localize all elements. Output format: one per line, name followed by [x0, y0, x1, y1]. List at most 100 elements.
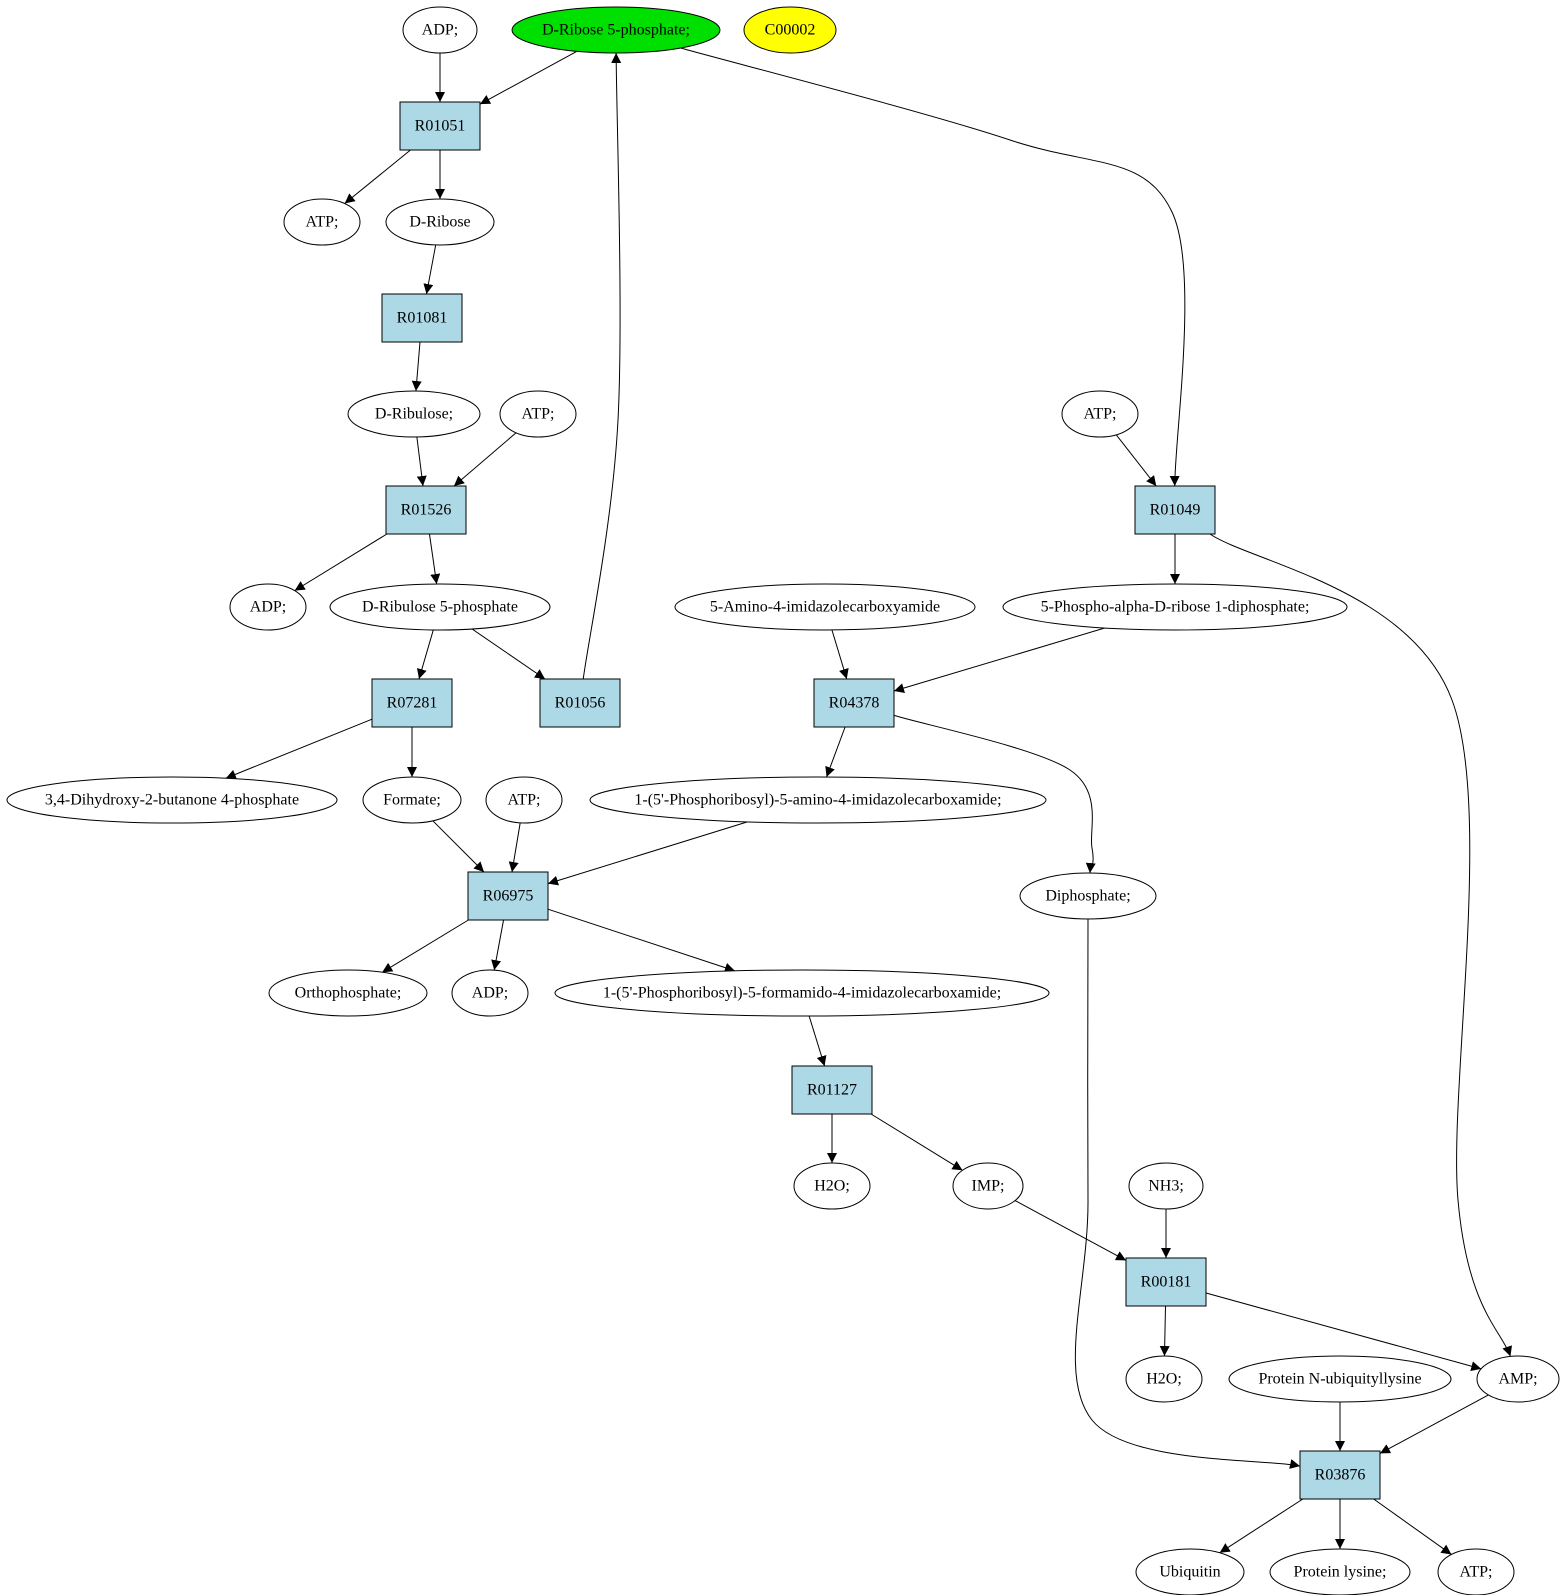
compound-ellipse — [1228, 1355, 1452, 1403]
node-label: R03876 — [1315, 1467, 1366, 1484]
reaction-node-R01081: R01081 — [381, 293, 463, 343]
compound-node-aicar: 1-(5'-Phosphoribosyl)-5-amino-4-imidazol… — [589, 776, 1047, 824]
compound-ellipse — [554, 969, 1050, 1017]
compound-node-ortho: Orthophosphate; — [268, 969, 428, 1017]
node-label: ATP; — [508, 792, 541, 809]
reaction-box — [381, 293, 463, 343]
compound-node-aica: 5-Amino-4-imidazolecarboxyamide — [674, 583, 976, 631]
node-label: R07281 — [387, 695, 438, 712]
node-label: IMP; — [972, 1178, 1005, 1195]
compound-node-nh3: NH3; — [1128, 1162, 1204, 1210]
compound-ellipse — [268, 969, 428, 1017]
node-label: D-Ribose — [409, 214, 470, 231]
edge-prpp-to-R04378 — [893, 627, 1105, 693]
reaction-box — [1125, 1257, 1207, 1307]
node-label: R01056 — [555, 695, 606, 712]
node-label: R01127 — [807, 1082, 857, 1099]
compound-ellipse — [229, 583, 307, 631]
nodes-layer: ADP;D-Ribose 5-phosphate;C00002R01051ATP… — [6, 6, 1560, 1595]
compound-ellipse — [402, 6, 478, 54]
edge-ru5p-to-R01056 — [471, 628, 546, 680]
compound-ellipse — [674, 583, 976, 631]
compound-node-pnul: Protein N-ubiquityllysine — [1228, 1355, 1452, 1403]
compound-node-imp: IMP; — [952, 1162, 1024, 1210]
reaction-box — [399, 101, 481, 151]
node-label: R01081 — [397, 310, 448, 327]
compound-ellipse — [589, 776, 1047, 824]
node-label: ATP; — [1084, 406, 1117, 423]
edge-diphosphate-to-R03876 — [1074, 918, 1301, 1469]
node-label: 1-(5'-Phosphoribosyl)-5-formamido-4-imid… — [603, 985, 1001, 1002]
compound-node-diphosphate: Diphosphate; — [1019, 872, 1157, 920]
reaction-node-R06975: R06975 — [467, 871, 549, 921]
compound-node-amp: AMP; — [1476, 1355, 1560, 1403]
compound-ellipse — [6, 776, 338, 824]
compound-ellipse — [385, 198, 495, 246]
compound-ellipse — [451, 969, 529, 1017]
compound-node-faicar: 1-(5'-Phosphoribosyl)-5-formamido-4-imid… — [554, 969, 1050, 1017]
reaction-node-R01056: R01056 — [539, 678, 621, 728]
node-label: ADP; — [250, 599, 286, 616]
edge-R00181-to-h2o2 — [1159, 1305, 1170, 1357]
compound-node-adp2: ADP; — [229, 583, 307, 631]
node-label: 5-Phospho-alpha-D-ribose 1-diphosphate; — [1041, 599, 1310, 616]
compound-ellipse — [1135, 1548, 1245, 1595]
compound-ellipse — [1437, 1548, 1515, 1595]
compound-node-h2o1: H2O; — [793, 1162, 871, 1210]
edge-R06975-to-faicar — [547, 908, 736, 973]
edge-aicar-to-R06975 — [547, 821, 748, 886]
compound-node-plys: Protein lysine; — [1269, 1548, 1411, 1595]
compound-node-formate: Formate; — [362, 776, 462, 824]
compound-ellipse — [1269, 1548, 1411, 1595]
reaction-node-R00181: R00181 — [1125, 1257, 1207, 1307]
node-label: AMP; — [1498, 1371, 1537, 1388]
compound-node-dribose: D-Ribose — [385, 198, 495, 246]
edge-R01051-to-atp1 — [344, 149, 411, 204]
edge-R01056-to-r5p — [582, 52, 622, 680]
compound-ellipse — [1476, 1355, 1560, 1403]
compound-ellipse — [329, 583, 551, 631]
reaction-node-R01127: R01127 — [791, 1065, 873, 1115]
compound-ellipse — [485, 776, 563, 824]
compound-ellipse — [1019, 872, 1157, 920]
compound-ellipse — [283, 198, 361, 246]
reaction-node-R01049: R01049 — [1134, 485, 1216, 535]
edge-r5p-to-R01051 — [479, 50, 578, 105]
reaction-node-R04378: R04378 — [813, 678, 895, 728]
compound-node-atp4: ATP; — [485, 776, 563, 824]
compound-node-dhbp: 3,4-Dihydroxy-2-butanone 4-phosphate — [6, 776, 338, 824]
compound-node-atp5: ATP; — [1437, 1548, 1515, 1595]
node-label: ADP; — [472, 985, 508, 1002]
node-label: Diphosphate; — [1045, 888, 1130, 905]
edge-ru5p-to-R07281 — [416, 629, 434, 680]
edges-layer — [225, 47, 1512, 1555]
node-label: H2O; — [1146, 1371, 1182, 1388]
reaction-node-R01051: R01051 — [399, 101, 481, 151]
node-label: R04378 — [829, 695, 880, 712]
compound-ellipse — [1128, 1162, 1204, 1210]
compound-ellipse — [499, 390, 577, 438]
reaction-box — [813, 678, 895, 728]
compound-ellipse — [952, 1162, 1024, 1210]
edge-formate-to-R06975 — [432, 820, 485, 873]
compound-ellipse — [362, 776, 462, 824]
edge-R01049-to-amp — [1209, 533, 1512, 1357]
edge-R01127-to-imp — [870, 1113, 963, 1171]
compound-node-atp1: ATP; — [283, 198, 361, 246]
edge-R06975-to-adp3 — [491, 919, 505, 971]
node-label: Ubiquitin — [1159, 1564, 1220, 1581]
edge-atp4-to-R06975 — [508, 822, 521, 873]
edge-R04378-to-aicar — [825, 726, 846, 778]
node-label: Protein lysine; — [1294, 1564, 1387, 1581]
compound-node-adp1: ADP; — [402, 6, 478, 54]
node-label: Orthophosphate; — [295, 985, 402, 1002]
edge-R03876-to-atp5 — [1373, 1498, 1452, 1555]
node-label: D-Ribulose; — [375, 406, 453, 423]
edge-dribulose-to-R01526 — [416, 436, 427, 487]
edge-atp2-to-R01526 — [453, 432, 517, 487]
edge-r5p-to-R01049 — [680, 47, 1186, 487]
edge-R03876-to-ubiquitin — [1219, 1498, 1304, 1554]
compound-ellipse — [347, 390, 481, 438]
node-label: Protein N-ubiquityllysine — [1258, 1371, 1421, 1388]
compound-node-h2o2: H2O; — [1125, 1355, 1203, 1403]
